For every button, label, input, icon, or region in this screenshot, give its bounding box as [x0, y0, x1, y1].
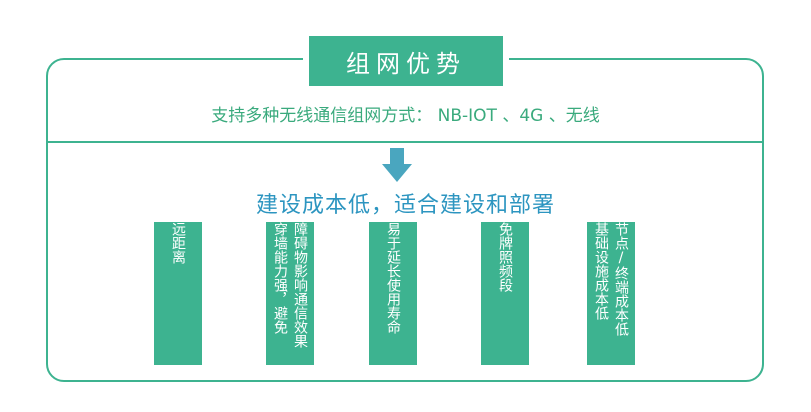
- advantage-column-2: 障碍物影响通信效果 穿墙能力强，避免: [266, 222, 314, 365]
- title-box: 组网优势: [309, 36, 503, 86]
- section-divider: [47, 141, 763, 143]
- advantage-column-5: 节点/终端成本低 基础设施成本低: [587, 222, 635, 365]
- column-text: 远距离: [170, 222, 186, 264]
- column-text: 基础设施成本低: [593, 222, 609, 320]
- column-text: 障碍物影响通信效果: [292, 222, 308, 348]
- subtitle: 支持多种无线通信组网方式： NB-IOT 、4G 、无线: [211, 106, 600, 126]
- down-arrow-icon: [382, 148, 412, 182]
- advantage-column-3: 易于延长使用寿命: [369, 222, 417, 365]
- headline: 建设成本低，适合建设和部署: [255, 193, 555, 218]
- column-text: 穿墙能力强，避免: [272, 222, 288, 334]
- advantage-column-4: 免牌照频段: [481, 222, 529, 365]
- column-text: 易于延长使用寿命: [385, 222, 401, 334]
- column-text: 节点/终端成本低: [613, 222, 629, 336]
- advantage-column-1: 远距离: [154, 222, 202, 365]
- column-text: 免牌照频段: [497, 222, 513, 292]
- title-text: 组网优势: [346, 49, 466, 78]
